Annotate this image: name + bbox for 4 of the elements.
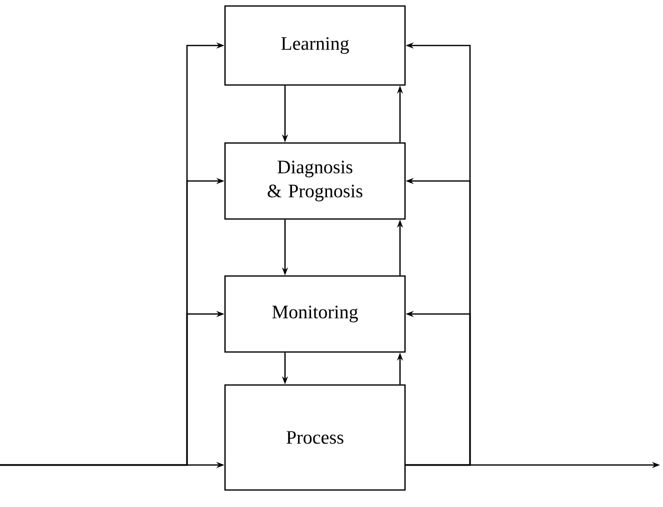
process-box: Learning bbox=[224, 5, 406, 86]
process-box: Monitoring bbox=[224, 275, 406, 353]
process-box: Diagnosis & Prognosis bbox=[224, 142, 406, 220]
process-box: Process bbox=[224, 384, 406, 491]
